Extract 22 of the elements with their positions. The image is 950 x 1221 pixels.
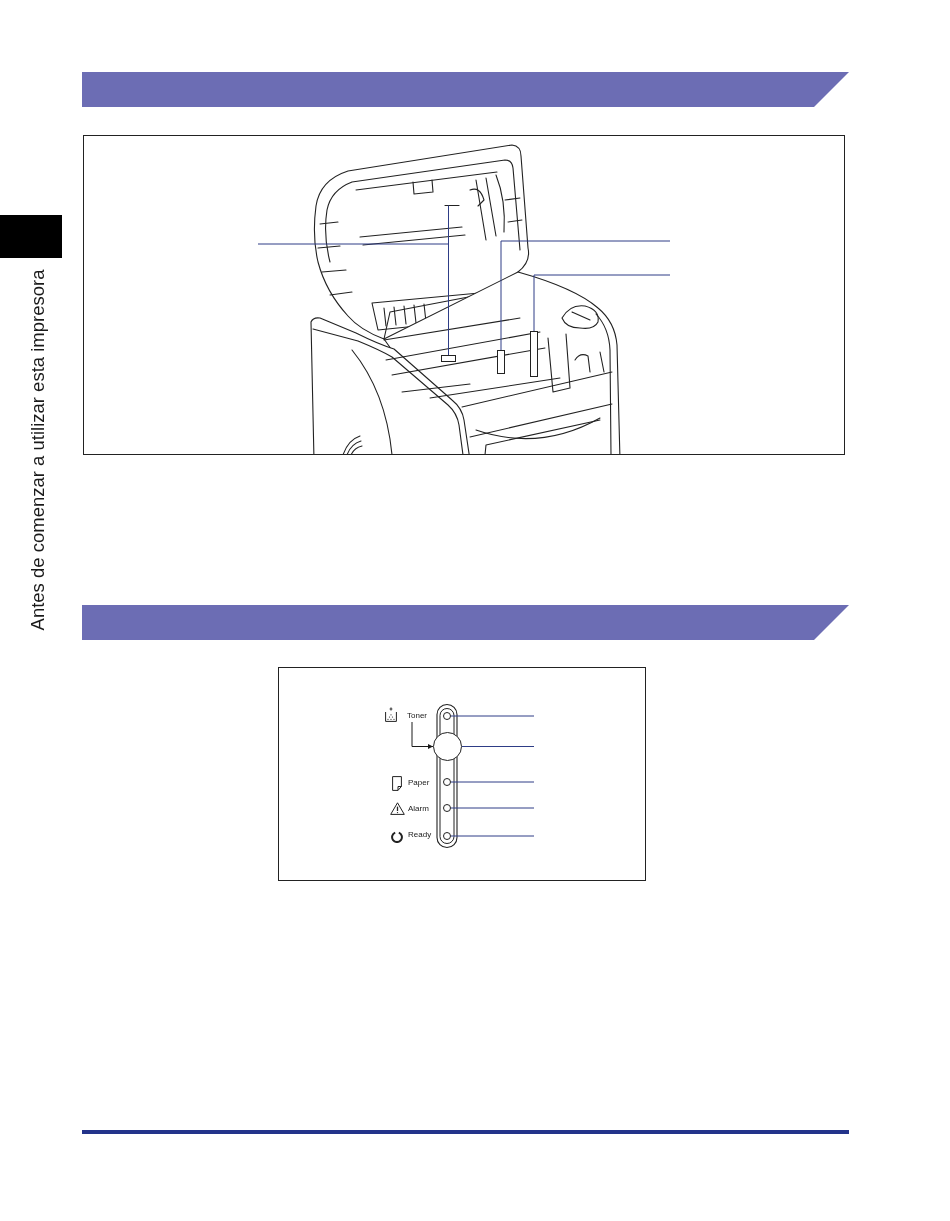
indicator-label: Paper <box>408 779 430 787</box>
leader-line <box>533 274 671 332</box>
chapter-side-title: Antes de comenzar a utilizar esta impresora <box>28 269 48 631</box>
leader-line <box>461 746 535 747</box>
indicator-label: Toner <box>407 712 427 720</box>
label-sticker <box>441 355 456 362</box>
indicator-label: Alarm <box>408 805 429 813</box>
section-heading-bar <box>82 605 849 640</box>
section-heading-bar <box>82 72 849 107</box>
indicator-led <box>443 832 451 840</box>
arrow <box>411 721 434 749</box>
leader-line <box>450 781 535 783</box>
guide-rail <box>530 331 538 377</box>
round-button <box>433 732 462 761</box>
indicator-led <box>443 712 451 720</box>
leader-line <box>500 240 671 351</box>
guide-rail <box>497 350 505 374</box>
leader-line <box>257 205 449 356</box>
indicator-led <box>443 804 451 812</box>
leader-line <box>450 807 535 809</box>
indicator-label: Ready <box>408 831 432 839</box>
indicator-led <box>443 778 451 786</box>
